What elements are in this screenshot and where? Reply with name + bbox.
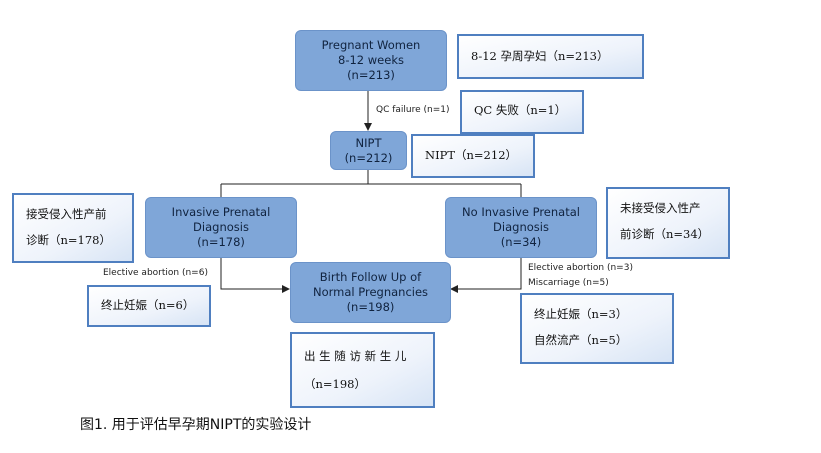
note-pregnant-women: 8-12 孕周孕妇（n=213） — [457, 34, 644, 79]
note-termination-right: 终止妊娠（n=3） 自然流产（n=5） — [520, 293, 674, 364]
note-newborn-line2: （n=198） — [304, 377, 366, 391]
box-invasive-line2: Diagnosis — [193, 220, 249, 234]
note-invasive-line2: 诊断（n=178） — [26, 233, 111, 247]
box-nipt-line2: (n=212) — [344, 150, 393, 165]
note-noninvasive: 未接受侵入性产 前诊断（n=34） — [606, 187, 730, 259]
figure-caption: 图1. 用于评估早孕期NIPT的实验设计 — [80, 417, 312, 433]
box-nipt: NIPT (n=212) — [330, 131, 407, 170]
box-birth-line1: Birth Follow Up of — [319, 270, 422, 284]
box-no-invasive-diagnosis: No Invasive Prenatal Diagnosis (n=34) — [445, 197, 597, 258]
note-termination-six-text: 终止妊娠（n=6） — [101, 298, 195, 312]
note-nipt-text: NIPT（n=212） — [425, 148, 518, 162]
label-elective-abortion-left: Elective abortion (n=6) — [103, 268, 208, 278]
note-newborn-line1: 出 生 随 访 新 生 儿 — [304, 349, 407, 363]
note-noninvasive-line2: 前诊断（n=34） — [620, 227, 710, 241]
box-birth-line2: Normal Pregnancies — [312, 285, 429, 299]
note-qc-failure: QC 失败（n=1） — [460, 90, 584, 134]
box-noninvasive-line3: (n=34) — [500, 235, 542, 249]
note-qc-text: QC 失败（n=1） — [474, 103, 567, 117]
box-invasive-line3: (n=178) — [197, 235, 245, 249]
note-noninvasive-line1: 未接受侵入性产 — [620, 201, 701, 215]
arrow-noninvasive-to-birth — [450, 258, 522, 293]
note-nipt: NIPT（n=212） — [411, 134, 535, 178]
note-termination-right-line1: 终止妊娠（n=3） — [534, 307, 628, 321]
note-pregnant-text: 8-12 孕周孕妇（n=213） — [471, 49, 609, 63]
box-pregnant-line1: Pregnant Women — [321, 38, 421, 52]
box-noninvasive-line1: No Invasive Prenatal — [462, 205, 580, 219]
box-noninvasive-line2: Diagnosis — [493, 220, 549, 234]
box-invasive-diagnosis: Invasive Prenatal Diagnosis (n=178) — [145, 197, 297, 258]
arrow-invasive-to-birth — [220, 258, 290, 293]
note-termination-six: 终止妊娠（n=6） — [87, 285, 211, 327]
box-invasive-line1: Invasive Prenatal — [171, 205, 271, 219]
label-qc-failure: QC failure (n=1) — [376, 105, 450, 115]
box-nipt-line1: NIPT — [355, 135, 382, 150]
box-birth-follow-up: Birth Follow Up of Normal Pregnancies (n… — [290, 262, 451, 323]
box-pregnant-line3: (n=213) — [347, 68, 395, 82]
box-pregnant-line2: 8-12 weeks — [338, 53, 404, 67]
note-invasive-line1: 接受侵入性产前 — [26, 207, 107, 221]
label-elective-abortion-right: Elective abortion (n=3) — [528, 263, 633, 273]
box-birth-line3: (n=198) — [346, 300, 395, 314]
note-termination-right-line2: 自然流产（n=5） — [534, 333, 628, 347]
note-newborn-follow-up: 出 生 随 访 新 生 儿 （n=198） — [290, 332, 435, 408]
box-pregnant-women: Pregnant Women 8-12 weeks (n=213) — [295, 30, 447, 91]
label-miscarriage: Miscarriage (n=5) — [528, 278, 609, 288]
note-invasive: 接受侵入性产前 诊断（n=178） — [12, 193, 134, 263]
